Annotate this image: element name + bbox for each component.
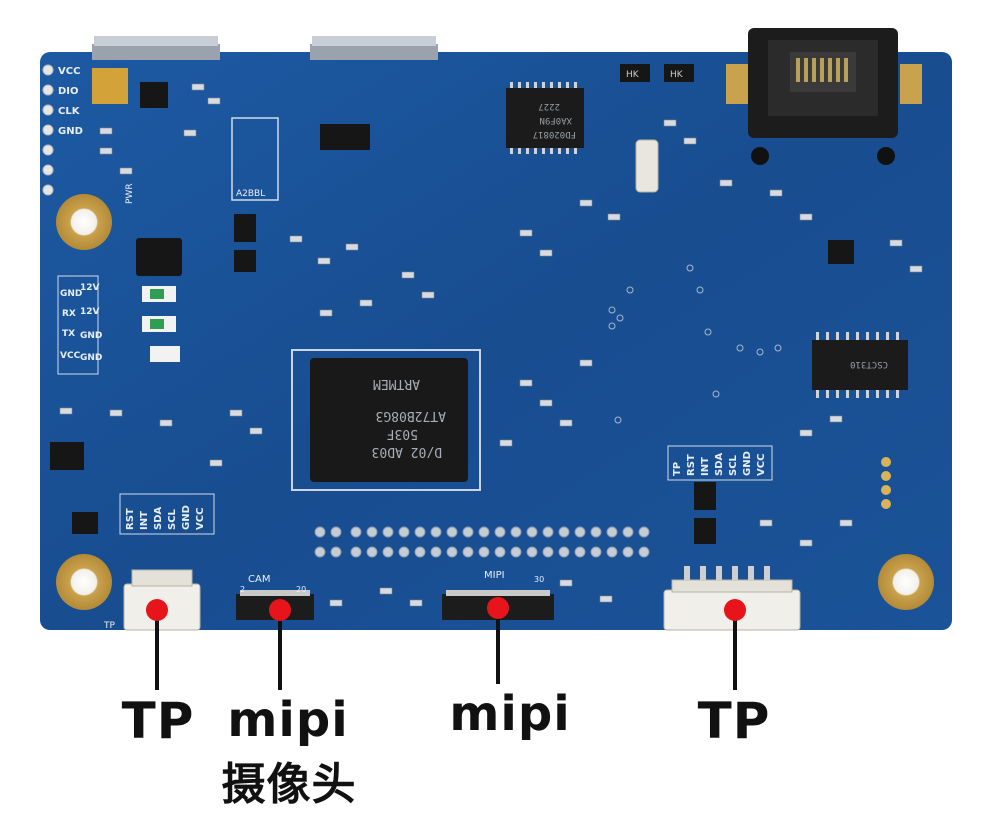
callout-mipi: mipi: [449, 686, 571, 742]
power-pin-block: GND 12V RX 12V TX GND VCC GND: [57, 275, 102, 375]
edge-label-vcc: VCC: [58, 66, 80, 77]
left-edge-pads: [42, 64, 54, 196]
mipi-silk-title: MIPI: [484, 570, 505, 581]
marker-mipi: [487, 597, 509, 619]
marker-tp-right: [724, 599, 746, 621]
right-pads: [881, 457, 891, 509]
cam-silk-start: 2: [240, 585, 245, 594]
top-chip-line2: XA0F9N: [539, 115, 572, 125]
right-header-labels: TP RST INT SDA SCL GND VCC: [667, 445, 773, 481]
callout-cam-mipi: mipi: [227, 692, 349, 748]
mark-hk-1: HK: [626, 70, 640, 80]
edge-label-gnd: GND: [58, 126, 83, 137]
status-leds: [142, 286, 180, 362]
callout-markers: [146, 597, 746, 621]
marker-cam: [269, 599, 291, 621]
left-header-labels: RST INT SDA SCL GND VCC: [119, 493, 215, 535]
via-dots: [608, 264, 782, 424]
callout-lines: [155, 608, 737, 690]
soc-line1: D/02 AD03: [372, 444, 442, 459]
cam-silk-title: CAM: [248, 574, 270, 585]
soc-line2: AT72B08G3: [376, 408, 446, 423]
top-chip-line3: 2227: [538, 101, 560, 111]
lh-scl: SCL: [167, 508, 178, 530]
mipi-silk-end: 30: [534, 575, 544, 584]
rh-tp: TP: [672, 462, 683, 476]
pin-12v-2: 12V: [80, 307, 100, 317]
tantalum-cap: [92, 68, 128, 104]
rh-rst: RST: [686, 454, 697, 476]
callout-tp-left: TP: [121, 692, 195, 750]
pin-tx: TX: [62, 329, 75, 339]
pin-rx: RX: [62, 309, 76, 319]
mark-hk-2: HK: [670, 70, 684, 80]
edge-label-clk: CLK: [58, 106, 81, 117]
top-chip: FD020817 XA0F9N 2227: [506, 82, 584, 154]
main-soc: D/02 AD03 AT72B08G3 503F ARTMEM: [291, 349, 481, 491]
lh-rst: RST: [125, 508, 136, 530]
lh-int: INT: [139, 511, 150, 530]
rh-gnd: GND: [742, 451, 753, 476]
pin-12v-1: 12V: [80, 283, 100, 293]
lh-gnd: GND: [181, 505, 192, 530]
pcb-board: [40, 52, 952, 630]
marker-tp-left: [146, 599, 168, 621]
edge-label-dio: DIO: [58, 86, 79, 97]
rh-vcc: VCC: [756, 454, 767, 476]
soc-line3: 503F: [387, 426, 418, 441]
rh-int: INT: [700, 457, 711, 476]
right-chip: CSCT310: [812, 332, 908, 398]
rh-scl: SCL: [728, 454, 739, 476]
rh-sda: SDA: [714, 452, 725, 476]
pin-gnd-2: GND: [80, 331, 102, 341]
tp-left-silk: TP: [103, 621, 115, 631]
pwr-mark: PWR: [125, 183, 135, 204]
lh-sda: SDA: [153, 506, 164, 530]
right-chip-mark: CSCT310: [850, 359, 888, 369]
pin-gnd-1: GND: [60, 289, 82, 299]
lh-vcc: VCC: [195, 508, 206, 530]
top-connectors: [92, 36, 438, 60]
pin-gnd-3: GND: [80, 353, 102, 363]
gpio-pad-grid: [314, 526, 650, 558]
mounting-holes: [56, 194, 934, 610]
soc-brand: ARTMEM: [373, 376, 420, 391]
ethernet-jack: [726, 28, 922, 165]
callout-tp-right: TP: [697, 692, 771, 750]
top-chip-line1: FD020817: [533, 129, 576, 139]
cam-silk-end: 20: [296, 585, 306, 594]
mark-a2bbl: A2BBL: [236, 189, 265, 199]
small-ics: [50, 64, 854, 544]
passive-components: [59, 83, 923, 607]
callout-cam-label: 摄像头: [221, 759, 357, 810]
crystal: [635, 139, 659, 193]
pin-vcc: VCC: [60, 351, 81, 361]
